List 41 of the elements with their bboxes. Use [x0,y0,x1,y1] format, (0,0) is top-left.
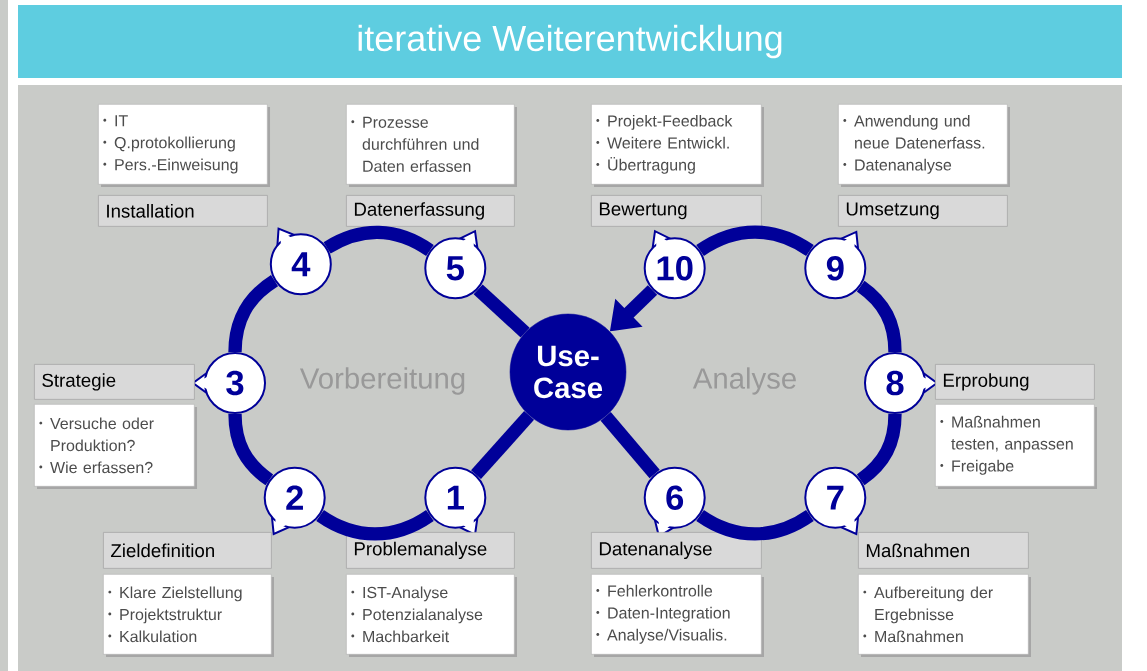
step-title-box: Problemanalyse [346,532,515,569]
step-title-box: Datenanalyse [591,532,762,569]
loop-line [856,280,902,353]
step-title-box: Bewertung [591,195,762,227]
step-title-box: Strategie [34,364,195,400]
step-title-box: Maßnahmen [858,532,1029,569]
numbered-callout: 2 [263,466,326,536]
numbered-callout: 3 [191,352,266,414]
step-title-box: Installation [98,195,268,227]
bullet-list-box: IT Q.protokollierung Pers.-Einweisung [98,104,270,187]
numbered-callout: 8 [864,352,939,414]
loop-line [228,275,279,353]
loop-line [696,509,814,541]
loop-line [600,412,660,479]
bullet-list-box: Maßnahmen testen, anpassen Freigabe [935,404,1097,489]
bullet-list-box: Anwendung und neue Datenerfass. Datenanalyse [838,104,1010,187]
numbered-callout: 4 [269,227,332,296]
bullet-list-box: Versuche oder Produktion? Wie erfassen? [34,404,197,489]
numbered-callout: 10 [643,229,706,300]
numbered-callout: 7 [804,466,867,536]
step-title-box: Zieldefinition [103,532,272,569]
step-title-box: Erprobung [935,364,1095,400]
loop-line [696,225,814,257]
bullet-list-box: Projekt-Feedback Weitere Entwickl. Übertragung [591,104,764,187]
loop-line [323,225,434,257]
numbered-callout: 9 [804,230,867,300]
title-banner: iterative Weiterentwicklung [18,5,1122,78]
bullet-list-box: Prozesse durchführen und Daten erfassen [346,104,517,187]
loop-line [473,284,530,338]
loop-line [228,413,274,486]
step-title-box: Umsetzung [838,195,1008,227]
loop-line [856,413,902,486]
bullet-list-box: Fehlerkontrolle Daten-Integration Analyse/Visualis. [591,574,764,657]
bullet-list-box: IST-Analyse Potenzialanalyse Machbarkeit [346,574,517,657]
numbered-callout: 5 [424,229,487,300]
bullet-list-box: Aufbereitung der Ergebnisse Maßnahmen [858,574,1031,657]
loop-line [316,509,434,541]
loop-line [471,410,535,480]
bullet-list-box: Klare Zielstellung Projektstruktur Kalkulation [103,574,274,657]
step-title-box: Datenerfassung [346,195,515,227]
numbered-callout: 1 [424,466,487,537]
